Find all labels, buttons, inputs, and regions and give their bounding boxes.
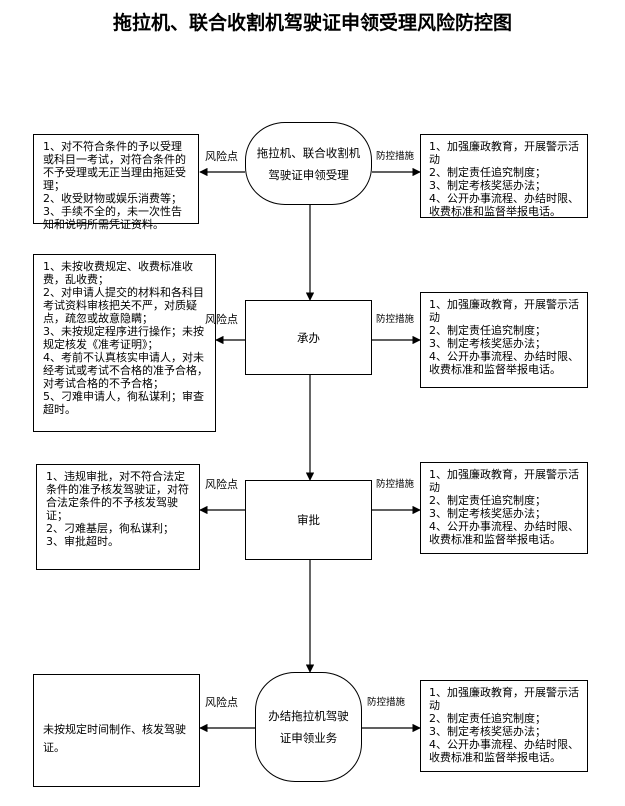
control-text-1: 1、加强廉政教育，开展警示活动 2、制定责任追究制度； 3、制定考核奖惩办法； … <box>429 140 579 218</box>
risk-text-1: 1、对不符合条件的予以受理或科目一考试，对符合条件的不予受理或无正当理由拖延受理… <box>43 140 186 231</box>
risk-box-1: 1、对不符合条件的予以受理或科目一考试，对符合条件的不予受理或无正当理由拖延受理… <box>33 134 199 231</box>
control-box-1: 1、加强廉政教育，开展警示活动 2、制定责任追究制度； 3、制定考核奖惩办法； … <box>420 134 588 218</box>
control-label-2: 防控措施 <box>376 314 415 325</box>
control-label-1: 防控措施 <box>376 151 415 162</box>
diagram-title: 拖拉机、联合收割机驾驶证申领受理风险防控图 <box>112 12 512 34</box>
risk-box-4: 未按规定时间制作、核发驾驶证。 <box>33 674 200 787</box>
risk-text-3: 1、违规审批，对不符合法定条件的准予核发驾驶证，对符合法定条件的不予核发驾驶证；… <box>46 470 189 548</box>
risk-label-1: 风险点 <box>205 150 238 163</box>
stage-label-1: 拖拉机、联合收割机驾驶证申领受理 <box>256 145 361 182</box>
control-label-3: 防控措施 <box>376 479 415 490</box>
risk-text-4: 未按规定时间制作、核发驾驶证。 <box>43 723 186 754</box>
risk-box-3: 1、违规审批，对不符合法定条件的准予核发驾驶证，对符合法定条件的不予核发驾驶证；… <box>36 464 200 570</box>
stage-label-4: 办结拖拉机驾驶证申领业务 <box>268 709 349 745</box>
risk-label-4: 风险点 <box>205 696 238 709</box>
stage-node-4: 办结拖拉机驾驶证申领业务 <box>255 672 362 782</box>
control-text-3: 1、加强廉政教育，开展警示活动 2、制定责任追究制度； 3、制定考核奖惩办法； … <box>429 468 579 546</box>
control-box-2: 1、加强廉政教育，开展警示活动 2、制定责任追究制度； 3、制定考核奖惩办法； … <box>420 292 588 388</box>
control-text-4: 1、加强廉政教育，开展警示活动 2、制定责任追究制度； 3、制定考核奖惩办法； … <box>429 686 579 764</box>
risk-label-2: 风险点 <box>205 313 238 326</box>
control-box-4: 1、加强廉政教育，开展警示活动 2、制定责任追究制度； 3、制定考核奖惩办法； … <box>420 680 588 772</box>
stage-node-3: 审批 <box>245 480 372 560</box>
stage-node-1: 拖拉机、联合收割机驾驶证申领受理 <box>245 122 372 205</box>
stage-label-2: 承办 <box>297 330 320 345</box>
control-text-2: 1、加强廉政教育，开展警示活动 2、制定责任追究制度； 3、制定考核奖惩办法； … <box>429 298 579 376</box>
stage-node-2: 承办 <box>245 300 372 375</box>
control-box-3: 1、加强廉政教育，开展警示活动 2、制定责任追究制度； 3、制定考核奖惩办法； … <box>420 462 588 554</box>
control-label-4: 防控措施 <box>367 697 406 708</box>
risk-text-2: 1、未按收费规定、收费标准收费，乱收费； 2、对申请人提交的材料和各科目考试资料… <box>43 260 208 416</box>
stage-label-3: 审批 <box>297 513 320 527</box>
risk-label-3: 风险点 <box>205 478 238 491</box>
risk-box-2: 1、未按收费规定、收费标准收费，乱收费； 2、对申请人提交的材料和各科目考试资料… <box>33 254 216 432</box>
